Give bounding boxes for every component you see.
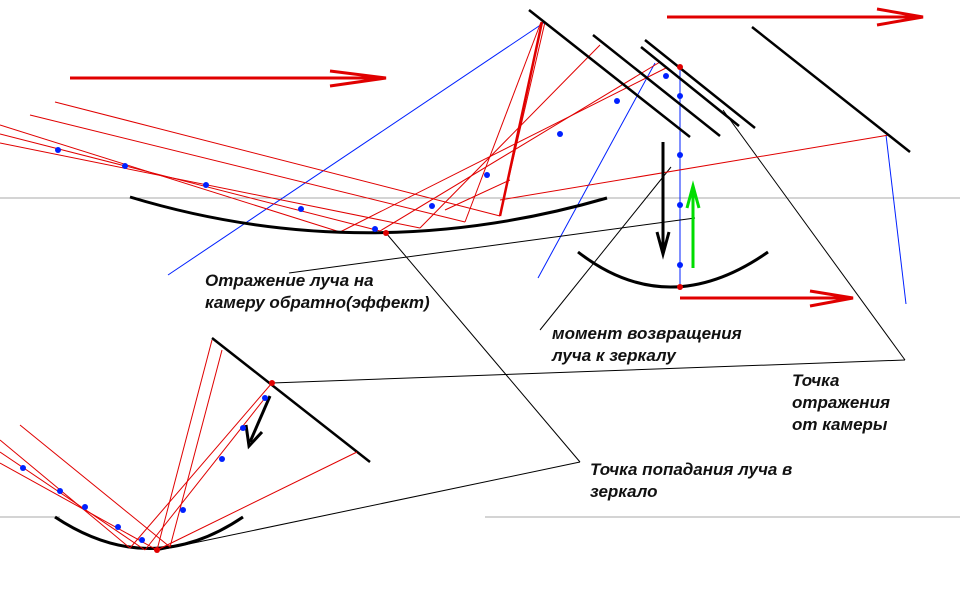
direction-arrows (70, 7, 924, 308)
lower-rays (0, 339, 358, 551)
label-line: зеркало (590, 482, 658, 501)
label-camera-reflection: Отражение луча на камеру обратно(эффект) (205, 270, 430, 314)
strong-ray (498, 21, 544, 217)
mirrors (54, 195, 769, 550)
flat-mirrors (211, 9, 911, 463)
label-line: Точка (792, 371, 840, 390)
label-line: Точка попадания луча в (590, 460, 793, 479)
ray-points (20, 73, 683, 543)
label-line: момент возвращения (552, 324, 742, 343)
label-return-moment: момент возвращения луча к зеркалу (552, 323, 742, 367)
horizon-lines (0, 197, 960, 518)
hit-points (154, 64, 683, 553)
label-line: отражения (792, 393, 890, 412)
label-connectors (159, 109, 906, 551)
incoming-rays (0, 21, 890, 233)
up-arrow-green (685, 180, 701, 268)
label-line: луча к зеркалу (552, 346, 676, 365)
down-arrow (655, 142, 671, 260)
label-line: Отражение луча на (205, 271, 374, 290)
label-line: от камеры (792, 415, 888, 434)
label-camera-point: Точка отражения от камеры (792, 370, 890, 436)
label-mirror-hit: Точка попадания луча в зеркало (590, 459, 792, 503)
label-line: камеру обратно(эффект) (205, 293, 430, 312)
blue-guides (167, 21, 907, 305)
lower-arrow (244, 395, 272, 450)
